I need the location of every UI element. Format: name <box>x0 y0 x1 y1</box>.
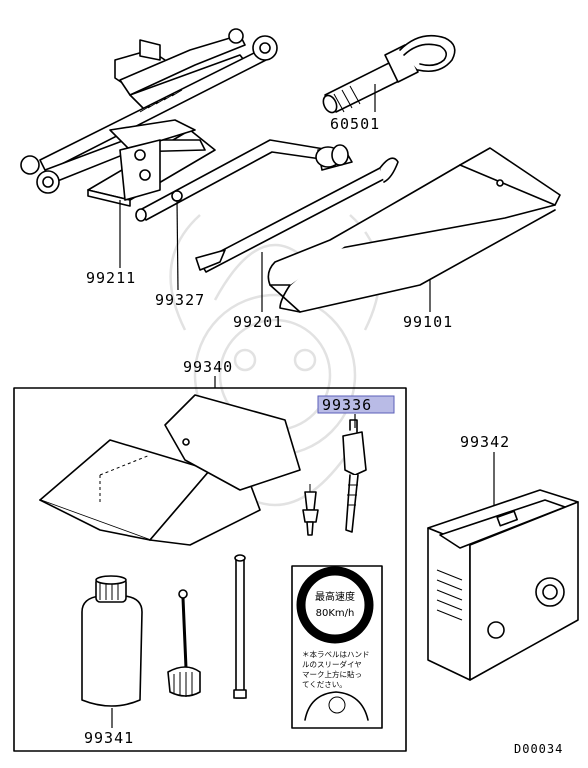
jack-part[interactable] <box>20 28 278 207</box>
filler-nozzle-part[interactable] <box>167 589 201 697</box>
label-99101[interactable]: 99101 <box>403 313 453 331</box>
tool-bag-part[interactable] <box>267 147 561 313</box>
label-99341[interactable]: 99341 <box>84 729 134 747</box>
label-60501[interactable]: 60501 <box>330 115 380 133</box>
highlight-box <box>317 395 395 414</box>
jack-handle-part[interactable] <box>135 139 353 222</box>
compressor-part[interactable] <box>427 489 579 681</box>
jack-bar-part[interactable] <box>195 157 399 273</box>
valve-core-part[interactable] <box>302 484 319 536</box>
valve-tool-part[interactable] <box>342 419 367 533</box>
label-99342[interactable]: 99342 <box>460 433 510 451</box>
sticker-speed-value: 80Km/h <box>316 608 355 619</box>
leader-lines <box>111 84 495 728</box>
label-99340[interactable]: 99340 <box>183 358 233 376</box>
label-99211[interactable]: 99211 <box>86 269 136 287</box>
diagram-code: D00034 <box>514 742 563 756</box>
tow-hook-part[interactable] <box>321 34 456 115</box>
sticker-note-line3: マーク上方に貼っ <box>302 669 362 679</box>
sticker-speed-title: 最高速度 <box>315 590 355 603</box>
label-99336[interactable]: 99336 <box>322 396 372 414</box>
sticker-note-line4: てください。 <box>302 680 347 689</box>
extension-hose-part[interactable] <box>233 554 247 699</box>
sealant-bottle-part[interactable] <box>81 575 143 707</box>
steering-wheel-icon <box>304 691 369 721</box>
instruction-sheets-part[interactable] <box>39 394 301 546</box>
label-99327[interactable]: 99327 <box>155 291 205 309</box>
repair-kit-frame <box>13 387 407 752</box>
sticker-note-line2: ルのスリーダイヤ <box>302 659 362 669</box>
sticker-note-line1: ＊本ラベルはハンド <box>302 649 370 659</box>
label-99201[interactable]: 99201 <box>233 313 283 331</box>
speed-sticker-part[interactable]: 最高速度 80Km/h ＊本ラベルはハンド ルのスリーダイヤ マーク上方に貼っ … <box>291 565 383 729</box>
